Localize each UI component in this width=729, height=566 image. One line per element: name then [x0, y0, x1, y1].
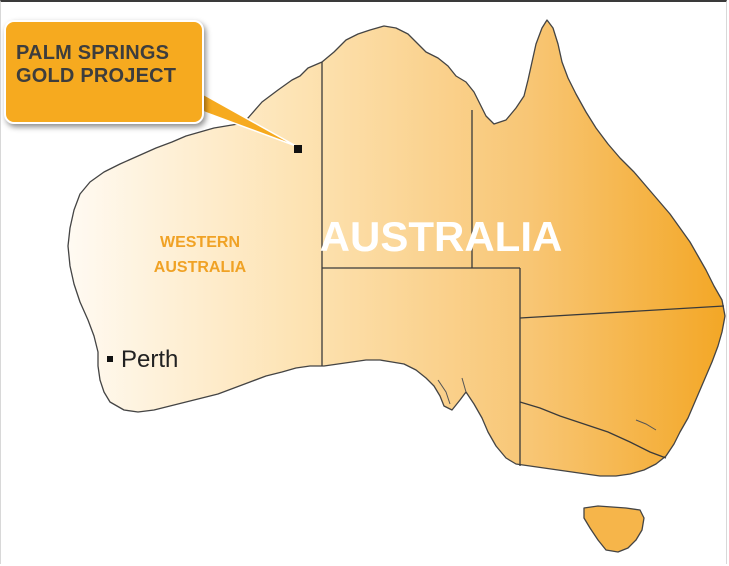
western-australia-label-line1: WESTERN	[160, 234, 240, 251]
perth-marker	[107, 356, 113, 362]
nsw-vic-border	[519, 401, 667, 459]
state-borders	[321, 62, 725, 466]
callout-line-2: GOLD PROJECT	[16, 65, 177, 87]
coast-details	[437, 377, 657, 431]
qld-nsw-border	[519, 305, 725, 319]
country-label: AUSTRALIA	[320, 213, 563, 260]
project-callout: PALM SPRINGS GOLD PROJECT	[4, 20, 204, 124]
perth-label: Perth	[121, 346, 178, 373]
western-australia-label-line2: AUSTRALIA	[154, 259, 247, 276]
tasmania-outline	[583, 505, 645, 553]
project-site-marker	[294, 145, 302, 153]
callout-line-1: PALM SPRINGS	[16, 42, 170, 64]
mainland-outline	[67, 19, 726, 477]
